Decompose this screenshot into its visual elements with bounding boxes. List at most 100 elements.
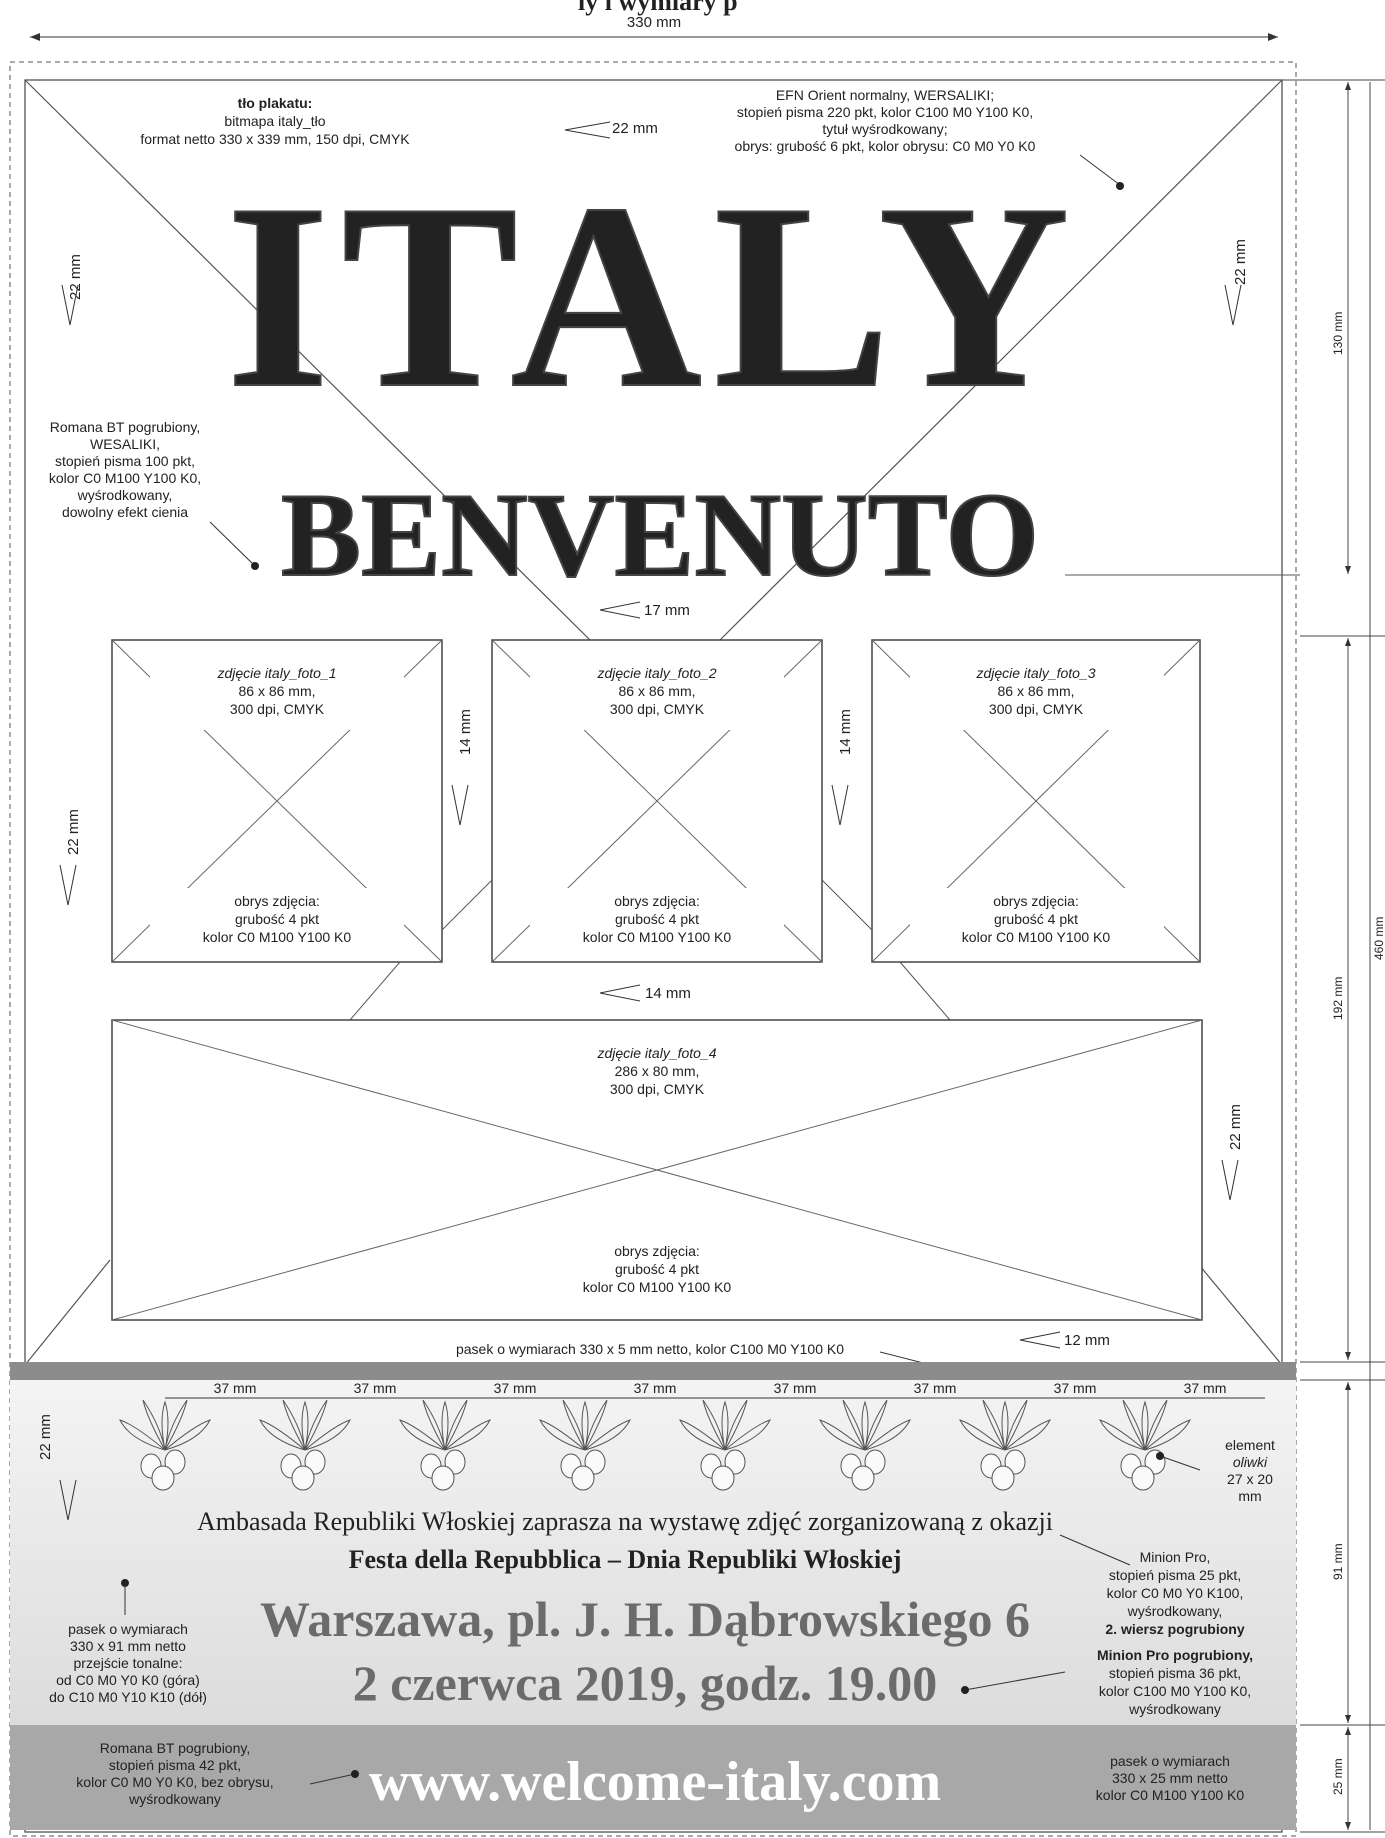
background-diagonals [24,79,1283,1366]
minion-bold-annotation: Minion Pro pogrubiony, stopień pisma 36 … [961,1647,1253,1717]
spacing-label: 37 mm [1054,1380,1097,1396]
bleed-outline [9,61,1297,1837]
bg-annotation-line1: tło plakatu: [238,95,313,111]
festa-line: Festa della Repubblica – Dnia Republiki … [349,1545,902,1574]
photo-frame-1: zdjęcie italy_foto_1 86 x 86 mm, 300 dpi… [111,639,443,963]
dim-22-photos: 22 mm [59,809,82,906]
romana-line3: stopień pisma 100 pkt, [55,453,195,469]
strip-top [10,1362,1296,1380]
spacing-label: 37 mm [1184,1380,1227,1396]
photo3-outline-2: grubość 4 pkt [994,911,1078,927]
dim-22-bigphoto: 22 mm [1221,1104,1244,1201]
gradient-band [10,1380,1296,1725]
photo2-outline-2: grubość 4 pkt [615,911,699,927]
strip-bottom [10,1725,1296,1830]
olive-element [119,1399,211,1491]
photo2-outline-1: obrys zdjęcia: [614,893,700,909]
photo-frame-2: zdjęcie italy_foto_2 86 x 86 mm, 300 dpi… [491,639,823,963]
right-130: 130 mm [1331,312,1345,355]
efn-annotation-line4: obrys: grubość 6 pkt, kolor obrysu: C0 M… [735,138,1036,154]
olive-element [819,1399,911,1491]
photo3-outline-3: kolor C0 M100 Y100 K0 [962,929,1111,945]
olive-element [959,1399,1051,1491]
subtitle-benvenuto: BENVENUTO [281,468,1039,601]
right-25: 25 mm [1331,1758,1345,1795]
efn-annotation-line2: stopień pisma 220 pkt, kolor C100 M0 Y10… [737,104,1033,120]
photo1-name: zdjęcie italy_foto_1 [216,665,336,681]
trim-outline [24,79,1283,1833]
dim-12-label: 12 mm [1064,1332,1110,1349]
photo2-size: 86 x 86 mm, [618,683,695,699]
right-91: 91 mm [1331,1543,1345,1580]
photo4-outline-3: kolor C0 M100 Y100 K0 [583,1279,732,1295]
photo4-outline-2: grubość 4 pkt [615,1261,699,1277]
romana-line5: wyśrodkowany, [77,487,173,503]
minion-bold-line3: kolor C100 M0 Y100 K0, [1099,1683,1251,1699]
dim-14-horizontal-label: 14 mm [645,985,691,1002]
invite-line: Ambasada Republiki Włoskiej zaprasza na … [197,1507,1053,1536]
photo2-dpi: 300 dpi, CMYK [610,701,705,717]
width-label: 330 mm [627,14,681,31]
right-dimensions [1282,79,1385,1833]
strip-bottom-annotation: pasek o wymiarach 330 x 25 mm netto kolo… [1096,1753,1245,1803]
bg-annotation-line3: format netto 330 x 339 mm, 150 dpi, CMYK [140,131,410,147]
dim-17: 17 mm [599,601,690,619]
photo4-name: zdjęcie italy_foto_4 [596,1045,716,1061]
spacing-label: 37 mm [634,1380,677,1396]
olive-line3: 27 x 20 [1227,1471,1273,1487]
photo4-size: 286 x 80 mm, [615,1063,700,1079]
photo1-size: 86 x 86 mm, [238,683,315,699]
strip-bottom-line2: 330 x 25 mm netto [1112,1770,1228,1786]
romana-url-annotation: Romana BT pogrubiony, stopień pisma 42 p… [76,1740,359,1807]
spacing-label: 37 mm [354,1380,397,1396]
romana-url-line1: Romana BT pogrubiony, [100,1740,250,1756]
photo3-name: zdjęcie italy_foto_3 [975,665,1095,681]
efn-annotation-line1: EFN Orient normalny, WERSALIKI; [776,87,994,103]
gradient-line5: do C10 M0 Y10 K10 (dół) [49,1689,207,1705]
gradient-line3: przejście tonalne: [74,1655,183,1671]
dim-left-22: 22 mm [61,254,84,326]
olive-element [679,1399,771,1491]
minion-line5: 2. wiersz pogrubiony [1105,1621,1244,1637]
minion-line3: kolor C0 M0 Y0 K100, [1107,1585,1244,1601]
right-dimension-labels: 130 mm 192 mm 91 mm 25 mm 460 mm [1331,82,1385,1830]
dim-14-right-label: 14 mm [837,709,854,755]
romana-line1: Romana BT pogrubiony, [50,419,200,435]
photo4-outline-1: obrys zdjęcia: [614,1243,700,1259]
romana-url-line4: wyśrodkowany [128,1791,221,1807]
frame-connectors [349,879,951,1021]
dim-12: 12 mm [1019,1331,1110,1349]
dim-14-left-label: 14 mm [457,709,474,755]
spacing-label: 37 mm [774,1380,817,1396]
photo1-outline-1: obrys zdjęcia: [234,893,320,909]
photo3-size: 86 x 86 mm, [997,683,1074,699]
photo-frame-3: zdjęcie italy_foto_3 86 x 86 mm, 300 dpi… [871,639,1201,963]
photo-frame-4: zdjęcie italy_foto_4 286 x 80 mm, 300 dp… [111,1019,1203,1321]
olive-line1: element [1225,1437,1275,1453]
minion-line1: Minion Pro, [1140,1549,1211,1565]
bg-annotation: tło plakatu: bitmapa italy_tło format ne… [140,95,410,147]
dim-14-left: 14 mm [451,709,474,826]
dim-top-22-label: 22 mm [612,120,658,137]
photo4-dpi: 300 dpi, CMYK [610,1081,705,1097]
minion-bold-line2: stopień pisma 36 pkt, [1109,1665,1241,1681]
romana-url-line2: stopień pisma 42 pkt, [109,1757,241,1773]
photo1-outline-2: grubość 4 pkt [235,911,319,927]
photo3-outline-1: obrys zdjęcia: [993,893,1079,909]
efn-annotation: EFN Orient normalny, WERSALIKI; stopień … [735,87,1124,190]
minion-line4: wyśrodkowany, [1127,1603,1223,1619]
romana-url-line3: kolor C0 M0 Y0 K0, bez obrysu, [76,1774,273,1790]
photo2-name: zdjęcie italy_foto_2 [596,665,716,681]
dim-left-22-label: 22 mm [67,254,84,300]
dim-17-label: 17 mm [644,602,690,619]
dim-14-right: 14 mm [831,709,854,826]
gradient-annotation: pasek o wymiarach 330 x 91 mm netto prze… [49,1579,207,1705]
url-text: www.welcome-italy.com [369,1751,941,1813]
photo1-dpi: 300 dpi, CMYK [230,701,325,717]
olive-element [259,1399,351,1491]
olive-line4: mm [1238,1488,1261,1504]
olive-element [539,1399,631,1491]
minion-line2: stopień pisma 25 pkt, [1109,1567,1241,1583]
photo2-outline-3: kolor C0 M100 Y100 K0 [583,929,732,945]
